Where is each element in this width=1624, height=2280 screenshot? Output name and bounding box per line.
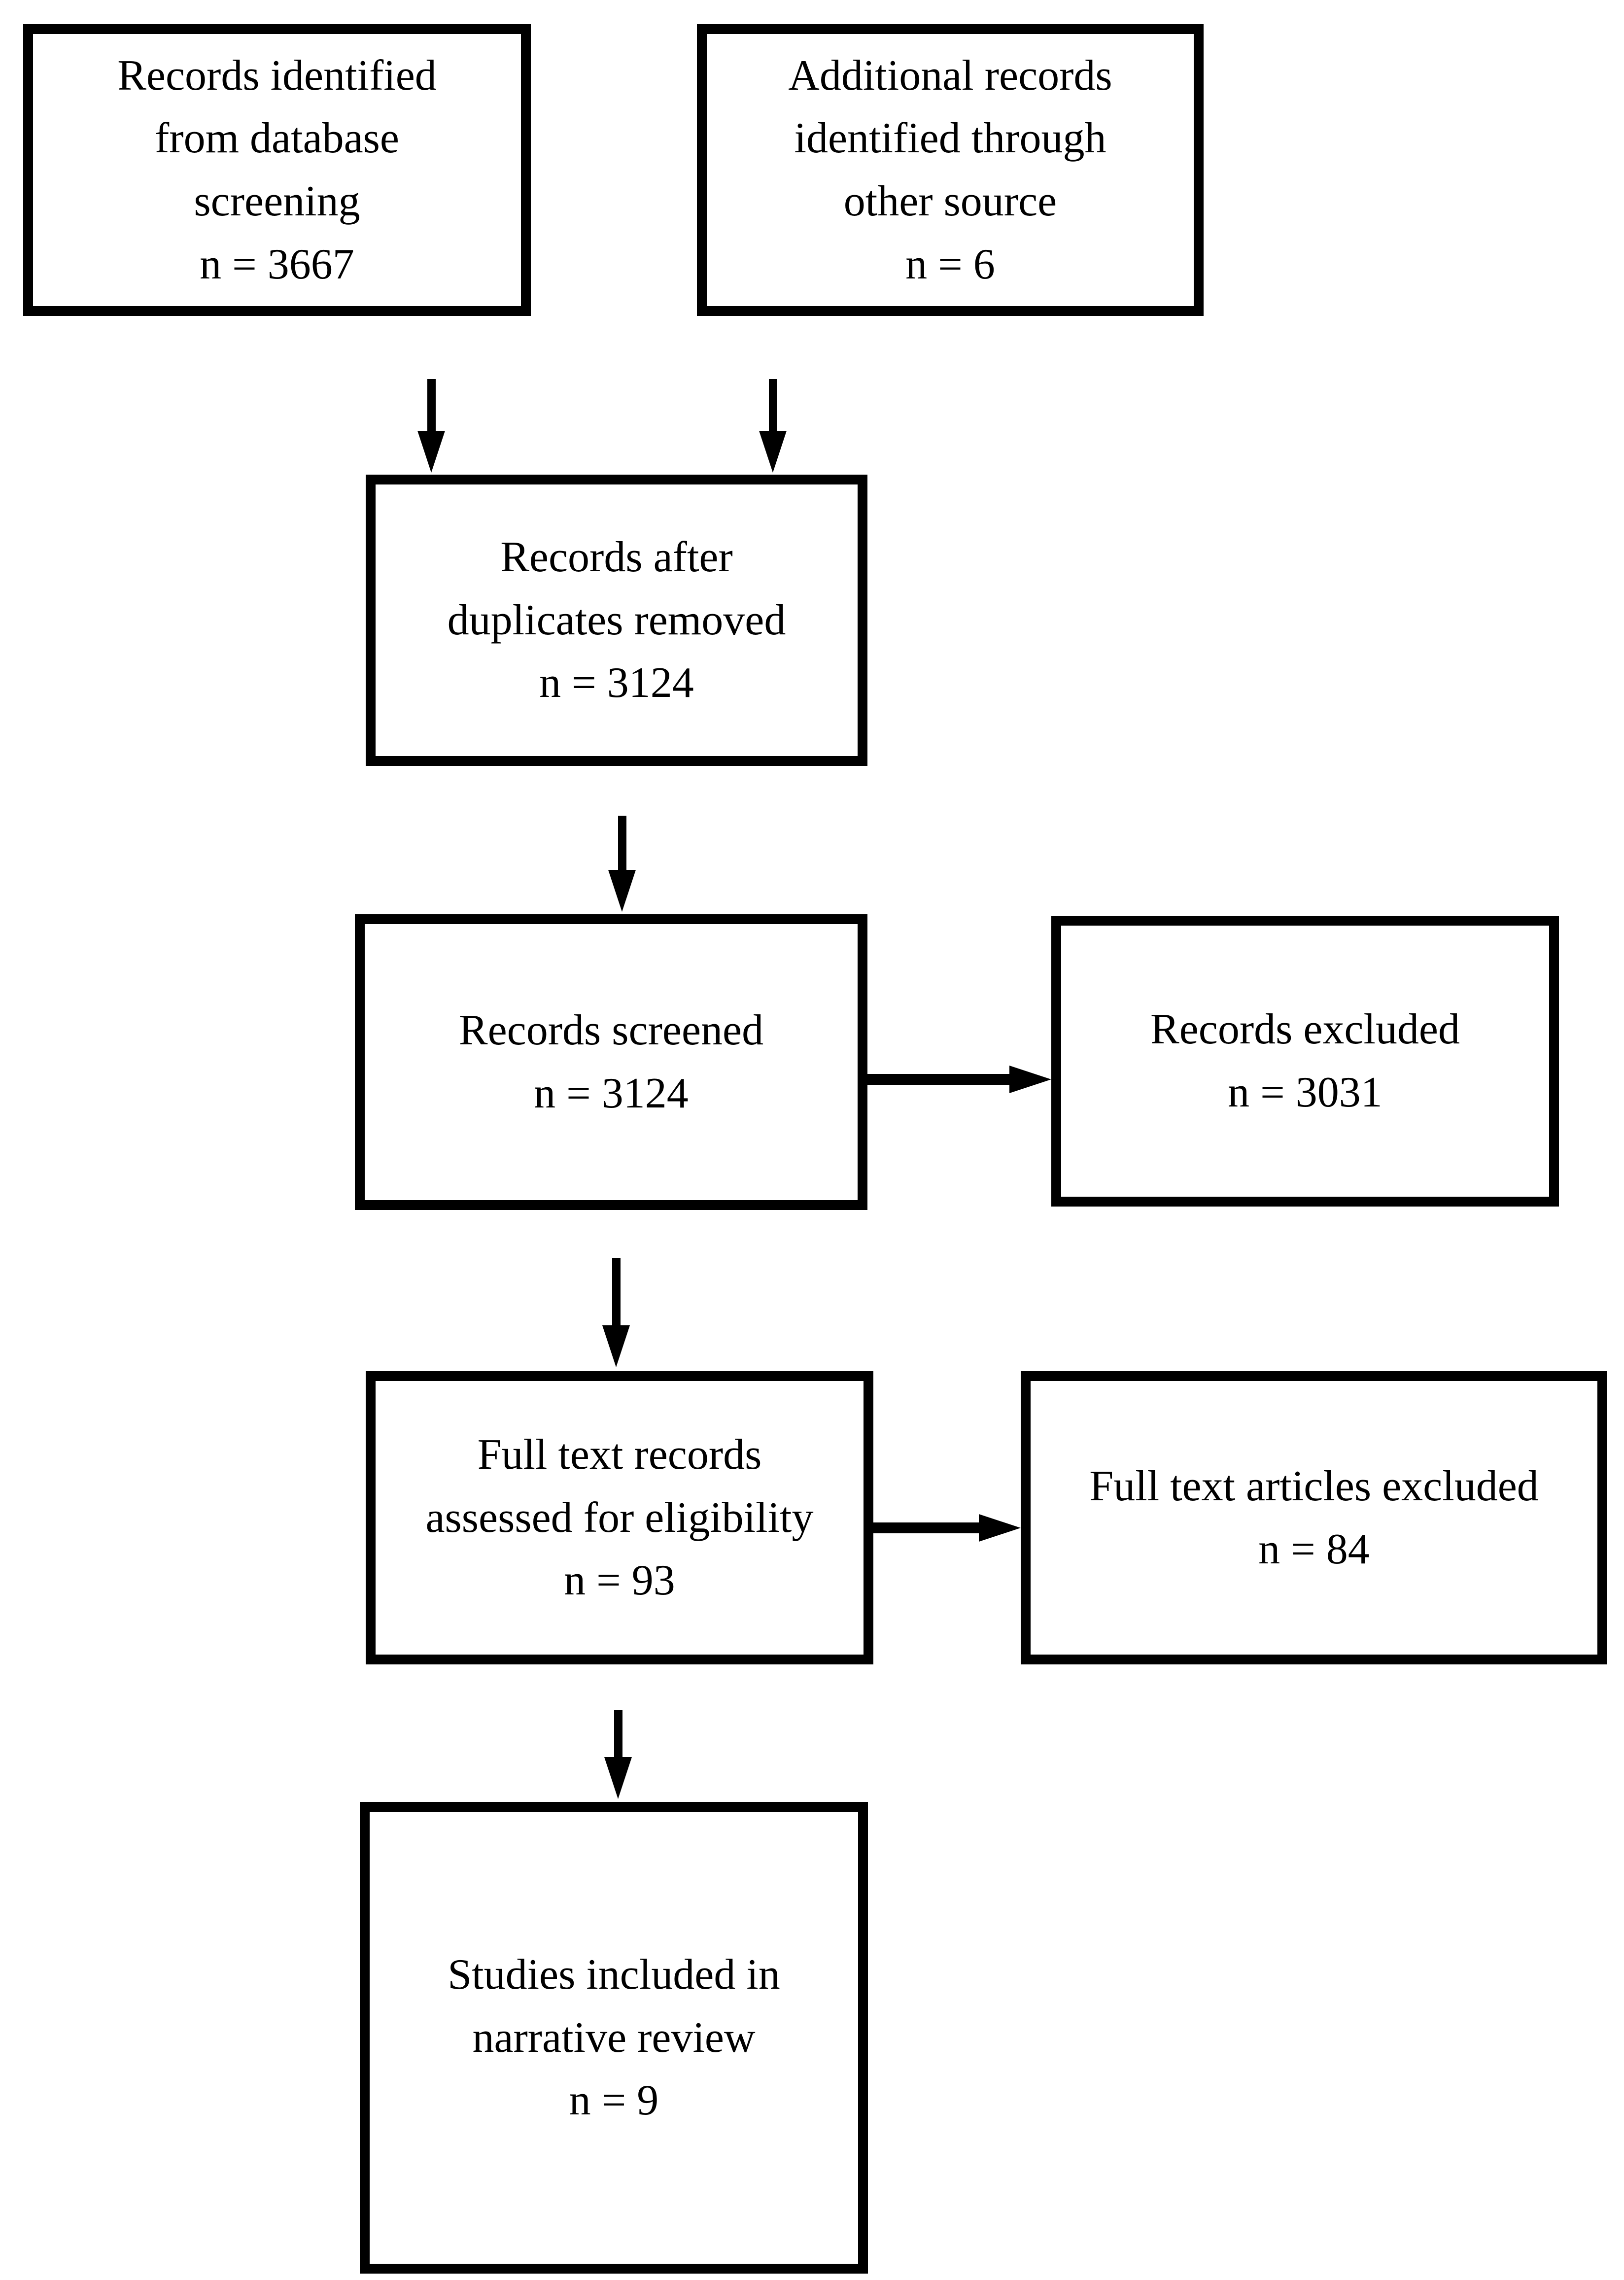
box-text-line: Records after: [500, 533, 733, 582]
box-records-excluded: Records excluded n = 3031: [1051, 916, 1559, 1207]
box-full-text-assessed: Full text records assessed for eligibili…: [366, 1371, 873, 1664]
box-text-line: from database: [155, 114, 399, 163]
box-count-line: n = 93: [564, 1556, 675, 1605]
box-records-screened: Records screened n = 3124: [355, 914, 867, 1210]
box-text-line: screening: [194, 177, 360, 225]
arrow-head: [759, 431, 787, 473]
box-count-line: n = 84: [1258, 1525, 1370, 1573]
arrow-down-icon: [602, 1258, 630, 1367]
box-text-line: Additional records: [788, 51, 1112, 100]
box-records-after-duplicates: Records after duplicates removed n = 312…: [366, 475, 867, 766]
arrow-head: [417, 431, 445, 473]
box-count-line: n = 3124: [534, 1070, 689, 1117]
arrow-stem: [873, 1522, 979, 1533]
box-text-line: Records excluded: [1150, 1005, 1460, 1054]
box-text-line: Full text articles excluded: [1089, 1462, 1539, 1510]
arrow-head: [604, 1757, 632, 1799]
arrow-stem: [867, 1074, 1009, 1085]
box-count-line: n = 3124: [539, 659, 694, 707]
arrow-head: [608, 870, 636, 912]
arrow-right-icon: [873, 1514, 1021, 1542]
box-full-text-excluded: Full text articles excluded n = 84: [1021, 1371, 1607, 1664]
arrow-down-icon: [417, 379, 445, 473]
box-count-line: n = 6: [905, 240, 995, 288]
arrow-stem: [612, 1258, 621, 1325]
arrow-stem: [618, 816, 626, 870]
box-text-line: duplicates removed: [447, 596, 786, 644]
box-additional-records: Additional records identified through ot…: [697, 24, 1204, 316]
box-count-line: n = 9: [569, 2076, 659, 2125]
arrow-head: [1009, 1066, 1051, 1093]
arrow-stem: [768, 379, 777, 431]
arrow-right-icon: [867, 1066, 1051, 1093]
box-count-line: n = 3031: [1228, 1069, 1382, 1116]
arrow-down-icon: [759, 379, 787, 473]
box-records-identified: Records identified from database screeni…: [23, 24, 531, 316]
box-text-line: identified through: [794, 114, 1106, 163]
arrow-stem: [614, 1710, 622, 1757]
box-count-line: n = 3667: [200, 240, 354, 288]
box-text-line: Records screened: [458, 1006, 764, 1055]
box-text-line: other source: [843, 177, 1057, 225]
arrow-head: [602, 1325, 630, 1367]
arrow-down-icon: [608, 816, 636, 912]
box-studies-included: Studies included in narrative review n =…: [360, 1802, 868, 2274]
box-text-line: Full text records: [477, 1431, 762, 1479]
arrow-stem: [427, 379, 436, 431]
arrow-head: [979, 1514, 1021, 1542]
box-text-line: Studies included in: [448, 1951, 780, 1999]
box-text-line: assessed for eligibility: [425, 1493, 814, 1542]
box-text-line: Records identified: [117, 51, 437, 100]
arrow-down-icon: [604, 1710, 632, 1799]
box-text-line: narrative review: [472, 2013, 756, 2062]
